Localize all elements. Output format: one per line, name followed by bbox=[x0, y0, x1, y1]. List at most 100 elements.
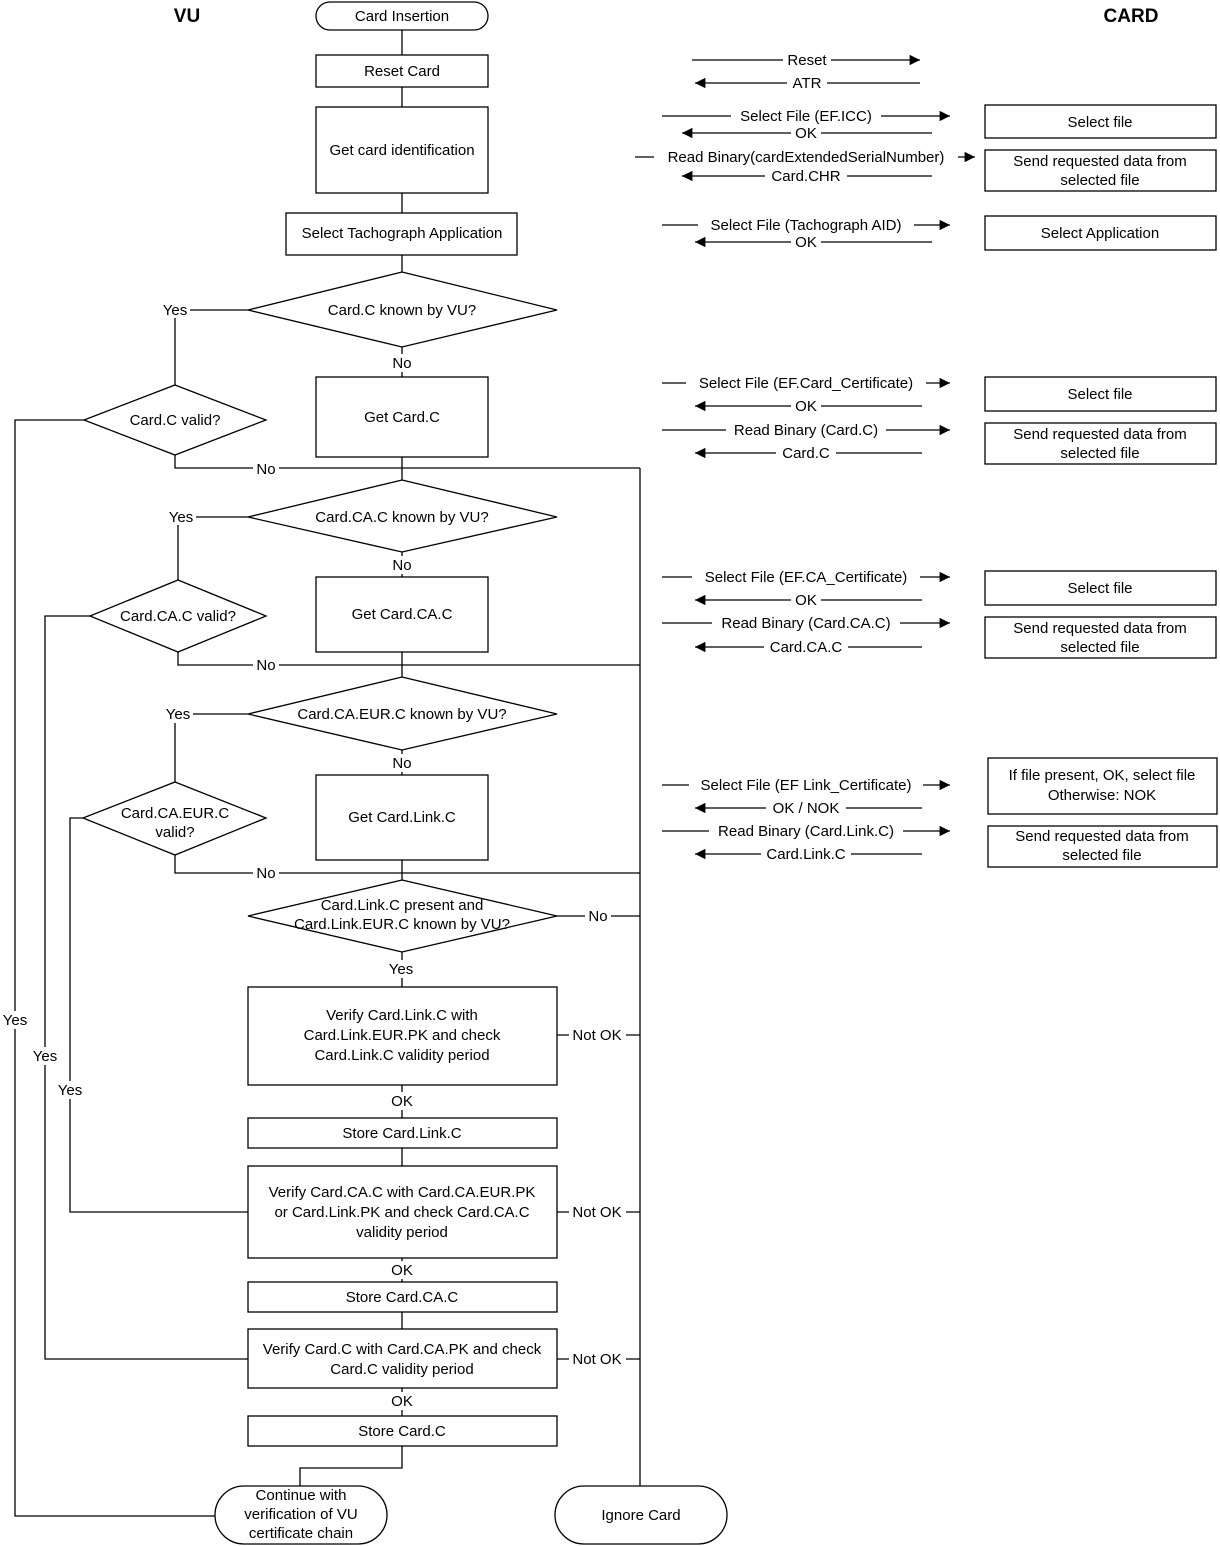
msg-card-ca-c: Card.CA.C bbox=[770, 639, 843, 656]
svg-text:selected file: selected file bbox=[1060, 639, 1139, 656]
svg-text:Get Card.CA.C: Get Card.CA.C bbox=[352, 606, 453, 623]
msg-atr: ATR bbox=[793, 75, 822, 92]
svg-text:Verify Card.Link.C with: Verify Card.Link.C with bbox=[326, 1007, 478, 1024]
svg-text:selected file: selected file bbox=[1060, 445, 1139, 462]
svg-text:Otherwise: NOK: Otherwise: NOK bbox=[1048, 787, 1156, 804]
svg-text:Get card identification: Get card identification bbox=[329, 142, 474, 159]
svg-text:Card.Link.EUR.C known by VU?: Card.Link.EUR.C known by VU? bbox=[294, 916, 510, 933]
edge-not-ok: Not OK bbox=[572, 1351, 621, 1368]
reset-card-box: Reset Card bbox=[315, 54, 489, 88]
edge-ok: OK bbox=[391, 1093, 413, 1110]
card-select-file-box: Select file bbox=[984, 570, 1217, 606]
msg-read-card-ca-c: Read Binary (Card.CA.C) bbox=[721, 615, 890, 632]
svg-text:valid?: valid? bbox=[155, 824, 194, 841]
edge-yes: Yes bbox=[3, 1012, 27, 1029]
edge-no: No bbox=[256, 865, 275, 882]
card-ca-eur-c-valid-decision: Card.CA.EUR.C valid? bbox=[81, 781, 268, 856]
edge-ok: OK bbox=[391, 1393, 413, 1410]
edge-yes: Yes bbox=[58, 1082, 82, 1099]
svg-text:certificate chain: certificate chain bbox=[249, 1525, 353, 1542]
msg-select-link-cert: Select File (EF Link_Certificate) bbox=[701, 777, 912, 794]
msg-select-tacho-aid: Select File (Tachograph AID) bbox=[711, 217, 902, 234]
svg-text:Select file: Select file bbox=[1067, 386, 1132, 403]
svg-text:Store Card.C: Store Card.C bbox=[358, 1423, 446, 1440]
svg-text:Send requested data from: Send requested data from bbox=[1015, 828, 1188, 845]
svg-text:Ignore Card: Ignore Card bbox=[601, 1507, 680, 1524]
edge-not-ok: Not OK bbox=[572, 1204, 621, 1221]
msg-select-ca-cert: Select File (EF.CA_Certificate) bbox=[705, 569, 908, 586]
edge-not-ok: Not OK bbox=[572, 1027, 621, 1044]
card-send-data-box: Send requested data from selected file bbox=[984, 149, 1217, 192]
svg-text:If file present, OK, select fi: If file present, OK, select file bbox=[1009, 767, 1196, 784]
verify-card-c-box: Verify Card.C with Card.CA.PK and check … bbox=[247, 1328, 558, 1389]
msg-select-card-cert: Select File (EF.Card_Certificate) bbox=[699, 375, 913, 392]
svg-text:Card.C valid?: Card.C valid? bbox=[130, 412, 221, 429]
svg-text:Card.CA.EUR.C known by VU?: Card.CA.EUR.C known by VU? bbox=[297, 706, 506, 723]
svg-text:Select Application: Select Application bbox=[1041, 225, 1159, 242]
svg-text:verification of VU: verification of VU bbox=[244, 1506, 357, 1523]
verify-card-link-c-box: Verify Card.Link.C with Card.Link.EUR.PK… bbox=[247, 986, 558, 1086]
svg-text:Card.Link.EUR.PK and check: Card.Link.EUR.PK and check bbox=[304, 1027, 501, 1044]
vu-header: VU bbox=[174, 6, 200, 27]
msg-card-chr: Card.CHR bbox=[771, 168, 840, 185]
get-card-c-box: Get Card.C bbox=[315, 376, 489, 458]
msg-ok: OK bbox=[795, 234, 817, 251]
ignore-card-terminator: Ignore Card bbox=[554, 1485, 728, 1545]
svg-text:Get Card.Link.C: Get Card.Link.C bbox=[348, 809, 456, 826]
card-ca-eur-c-known-decision: Card.CA.EUR.C known by VU? bbox=[247, 676, 558, 751]
card-ca-c-known-decision: Card.CA.C known by VU? bbox=[247, 479, 558, 553]
svg-text:Select file: Select file bbox=[1067, 114, 1132, 131]
edge-no: No bbox=[392, 355, 411, 372]
svg-text:Card Insertion: Card Insertion bbox=[355, 8, 449, 25]
svg-text:Card.CA.C known by VU?: Card.CA.C known by VU? bbox=[315, 509, 488, 526]
svg-text:Card.C known by VU?: Card.C known by VU? bbox=[328, 302, 476, 319]
get-card-link-c-box: Get Card.Link.C bbox=[315, 774, 489, 861]
svg-text:Send requested data from: Send requested data from bbox=[1013, 153, 1186, 170]
message-labels: Reset ATR Select File (EF.ICC) OK Read B… bbox=[654, 51, 958, 863]
card-select-file-box: Select file bbox=[984, 104, 1217, 139]
card-send-data-box: Send requested data from selected file bbox=[984, 422, 1217, 465]
card-c-known-decision: Card.C known by VU? bbox=[247, 271, 558, 348]
msg-read-card-link-c: Read Binary (Card.Link.C) bbox=[718, 823, 894, 840]
get-card-identification-box: Get card identification bbox=[315, 106, 489, 194]
msg-ok-nok: OK / NOK bbox=[773, 800, 840, 817]
svg-text:Card.CA.EUR.C: Card.CA.EUR.C bbox=[121, 805, 230, 822]
edge-no: No bbox=[392, 557, 411, 574]
svg-text:Verify Card.C with Card.CA.PK: Verify Card.C with Card.CA.PK and check bbox=[263, 1341, 542, 1358]
svg-text:validity period: validity period bbox=[356, 1224, 448, 1241]
card-c-valid-decision: Card.C valid? bbox=[82, 384, 268, 456]
card-insertion: Card Insertion bbox=[315, 1, 489, 31]
msg-ok: OK bbox=[795, 125, 817, 142]
card-if-file-present-box: If file present, OK, select file Otherwi… bbox=[987, 757, 1218, 815]
svg-text:Verify Card.CA.C with Card.CA.: Verify Card.CA.C with Card.CA.EUR.PK bbox=[269, 1184, 536, 1201]
svg-text:Continue with: Continue with bbox=[256, 1487, 347, 1504]
edge-yes: Yes bbox=[169, 509, 193, 526]
svg-text:Select Tachograph Application: Select Tachograph Application bbox=[302, 225, 503, 242]
edge-no: No bbox=[588, 908, 607, 925]
svg-text:Card.Link.C validity period: Card.Link.C validity period bbox=[314, 1047, 489, 1064]
store-card-ca-c-box: Store Card.CA.C bbox=[247, 1281, 558, 1313]
msg-read-ext-serial: Read Binary(cardExtendedSerialNumber) bbox=[668, 149, 945, 166]
select-tachograph-application-box: Select Tachograph Application bbox=[285, 212, 518, 256]
edge-yes: Yes bbox=[389, 961, 413, 978]
card-select-application-box: Select Application bbox=[984, 215, 1217, 251]
svg-text:Send requested data from: Send requested data from bbox=[1013, 620, 1186, 637]
svg-text:Get Card.C: Get Card.C bbox=[364, 409, 440, 426]
msg-select-ef-icc: Select File (EF.ICC) bbox=[740, 108, 872, 125]
edge-yes: Yes bbox=[166, 706, 190, 723]
msg-reset: Reset bbox=[787, 52, 827, 69]
card-send-data-box: Send requested data from selected file bbox=[987, 825, 1218, 868]
card-ca-c-valid-decision: Card.CA.C valid? bbox=[88, 579, 268, 653]
svg-text:Send requested data from: Send requested data from bbox=[1013, 426, 1186, 443]
card-header: CARD bbox=[1104, 6, 1159, 27]
svg-text:Reset Card: Reset Card bbox=[364, 63, 440, 80]
edge-labels: Yes No No Yes No No Yes No No No Yes Not… bbox=[0, 300, 626, 1410]
msg-card-link-c: Card.Link.C bbox=[766, 846, 845, 863]
svg-text:selected file: selected file bbox=[1060, 172, 1139, 189]
svg-text:Select file: Select file bbox=[1067, 580, 1132, 597]
svg-text:selected file: selected file bbox=[1062, 847, 1141, 864]
edge-no: No bbox=[392, 755, 411, 772]
edge-no: No bbox=[256, 657, 275, 674]
edge-no: No bbox=[256, 461, 275, 478]
